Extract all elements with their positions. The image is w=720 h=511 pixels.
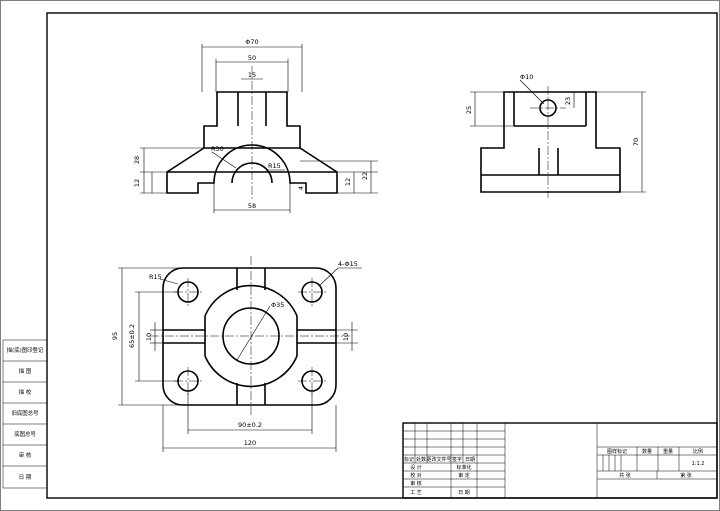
- dim-23: 23: [564, 97, 572, 105]
- sign-mid-label: 日 期: [458, 490, 470, 496]
- dim-22: 22: [361, 172, 369, 180]
- dim-28: 28: [133, 156, 141, 164]
- qty-label: 重量: [663, 448, 673, 455]
- dim-95: 95: [111, 332, 119, 340]
- dim-50-top: 50: [248, 54, 256, 62]
- dim-10-right: 10: [342, 333, 350, 341]
- side-view-outline: [480, 91, 621, 193]
- sheet-total: 共 张: [619, 472, 631, 479]
- sheet-no: 第 张: [680, 472, 692, 479]
- left-strip: 描(底)图印登记 描 图 描 校 旧底图总号 底图总号 审 核 日 期: [2, 339, 48, 489]
- left-strip-cell: 日 期: [19, 474, 32, 481]
- left-strip-box: [2, 339, 48, 489]
- dim-r30: R30: [211, 145, 224, 153]
- boss-arc-top: [204, 284, 298, 317]
- rev-header: 标记: [404, 456, 414, 463]
- dim-70: 70: [632, 138, 640, 146]
- sign-row-label: 设 计: [410, 464, 422, 471]
- weight-label: 数量: [642, 448, 652, 455]
- left-strip-cell: 描(底)图印登记: [7, 346, 44, 354]
- left-strip-cell: 旧底图总号: [12, 409, 40, 417]
- sign-mid-label: 标准化: [456, 464, 471, 471]
- scale-value: 1:1.2: [692, 461, 705, 467]
- left-strip-cell: 底图总号: [14, 430, 36, 438]
- dim-phi70: Φ70: [245, 38, 258, 46]
- rev-header: 处数: [416, 456, 426, 463]
- left-strip-cell: 审 核: [19, 451, 32, 459]
- front-view-outline: [166, 91, 338, 194]
- rev-header: 签字: [452, 456, 462, 463]
- dim-r15-top: R15: [149, 273, 162, 281]
- left-strip-cell: 描 校: [19, 388, 32, 396]
- inner-border: [46, 12, 718, 499]
- dim-r15: R15: [268, 162, 281, 170]
- dim-phi35: Φ35: [271, 301, 284, 309]
- dim-15: 15: [248, 71, 256, 79]
- sign-mid-label: 审 定: [458, 472, 470, 479]
- left-strip-cell: 描 图: [19, 367, 32, 375]
- dim-phi10: Φ10: [520, 73, 533, 81]
- dim-4: 4: [297, 186, 305, 190]
- rev-header: 日期: [465, 457, 475, 463]
- top-view-outline: [162, 267, 337, 406]
- title-block: 标记 处数 更改文件号 签字 日期 设 计 校 对 审 核 工 艺 标准化 审 …: [402, 422, 718, 499]
- boss-arc-bottom: [204, 355, 298, 388]
- dim-25: 25: [465, 106, 473, 114]
- dim-90: 90±0.2: [238, 421, 262, 429]
- side-view: Φ10 25 23 70: [465, 73, 646, 198]
- top-view: R15 4-Φ15 Φ35 95 65±0.2 10 10 90±0.2: [111, 256, 362, 452]
- dim-58: 58: [248, 202, 256, 210]
- dim-65: 65±0.2: [128, 324, 136, 348]
- dim-12-left: 12: [133, 179, 141, 187]
- front-view: Φ70 50 15 R30 R15 28 12 12 22 4: [133, 38, 378, 213]
- stage-label: 图样标记: [607, 448, 627, 455]
- sign-row-label: 校 对: [410, 472, 422, 479]
- sign-row-label: 工 艺: [410, 490, 422, 496]
- rev-header: 更改文件号: [426, 456, 451, 463]
- dim-120: 120: [244, 439, 256, 447]
- dim-10-left: 10: [145, 333, 153, 341]
- title-block-box: [402, 422, 718, 499]
- dim-12-right: 12: [344, 178, 352, 186]
- sign-row-label: 审 核: [410, 480, 422, 487]
- scale-label: 比例: [693, 448, 703, 455]
- dim-4-phi15: 4-Φ15: [338, 260, 358, 268]
